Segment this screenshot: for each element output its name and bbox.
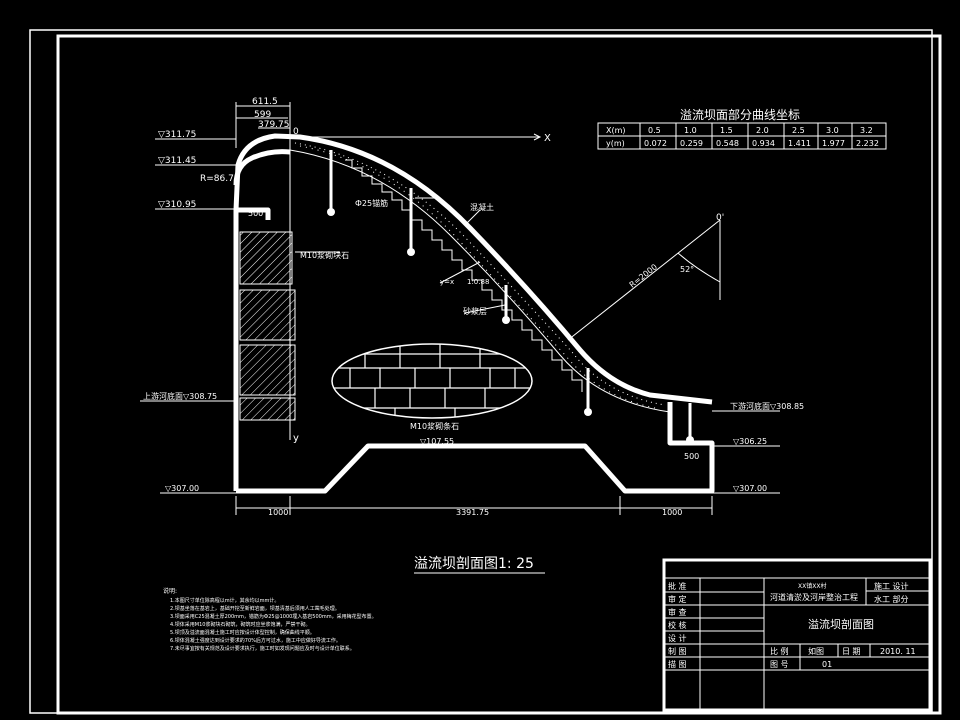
table-x-cell: 3.0	[826, 126, 839, 135]
upstream-masonry	[239, 231, 296, 421]
table-x-cell: 1.0	[684, 126, 697, 135]
top-dimensions	[235, 102, 291, 148]
level-306-25: ▽306.25	[733, 437, 767, 446]
dim-bottom-right: 1000	[662, 508, 682, 517]
date-value: 2010. 11	[880, 647, 916, 656]
section-title: 溢流坝剖面图1: 25	[414, 556, 534, 572]
number-label: 图 号	[770, 660, 789, 669]
dim-379: 379.75	[258, 120, 290, 130]
role-draw: 制 图	[668, 646, 687, 656]
project-name: 河道清淤及河岸整治工程	[770, 592, 858, 602]
radius-line	[567, 219, 721, 341]
radius-top-label: R=86.7	[200, 174, 234, 184]
dam-labels: 611.5 599 379.75 0 X y 0' ▽311.75 ▽311.4…	[143, 97, 804, 517]
dim-bottom-mid: 3391.75	[456, 508, 489, 517]
dim-611: 611.5	[252, 97, 278, 107]
mortar-label: 砂浆层	[463, 306, 487, 316]
note-5: 5.坝顶及溢流面混凝土施工时应按设计体型控制，确保曲线平顺。	[170, 629, 315, 636]
level-downstream: 下游河底面▽308.85	[730, 401, 804, 411]
dim-599: 599	[254, 110, 271, 120]
role-examine: 审 定	[668, 594, 687, 604]
scale-label: 比 例	[770, 646, 789, 656]
client-name: XX镇XX村	[798, 582, 826, 590]
title-block: 批 准 审 定 审 查 校 核 设 计 制 图 描 图 XX镇XX村 河道清淤及…	[662, 558, 932, 712]
dam-outline	[233, 133, 713, 491]
notes: 说明: 1.本图尺寸单位除高程以m计，其余均以mm计。 2.坝基坐落在基岩上，基…	[163, 587, 377, 652]
date-label: 日 期	[842, 647, 861, 656]
table-y-cell: 1.411	[788, 139, 811, 148]
coordinate-table: 溢流坝面部分曲线坐标 X(m) y(m) 0.5 1.0 1.5 2.0 2.5 3.0 3…	[597, 107, 887, 150]
level-upstream: 上游河底面▽308.75	[143, 391, 217, 401]
part-label: 水工 部分	[874, 594, 909, 604]
table-x-cell: 2.5	[792, 126, 805, 135]
table-x-values: 0.5 1.0 1.5 2.0 2.5 3.0 3.2	[648, 126, 873, 135]
dim-bottom-left: 1000	[268, 508, 288, 517]
role-design: 设 计	[668, 633, 687, 643]
table-y-values: 0.072 0.259 0.548 0.934 1.411 1.977 2.232	[644, 139, 879, 148]
stepped-line	[345, 159, 583, 392]
scale-value: 如图	[808, 646, 824, 656]
table-y-label: y(m)	[606, 139, 625, 148]
stage-label: 施工 设计	[874, 581, 909, 591]
table-title: 溢流坝面部分曲线坐标	[680, 107, 800, 122]
level-311-45: ▽311.45	[158, 156, 196, 166]
table-x-cell: 3.2	[860, 126, 873, 135]
concrete-fill	[294, 142, 666, 406]
slope-prefix: y=x	[440, 278, 454, 286]
table-y-cell: 0.259	[680, 139, 703, 148]
dim-500-left: 500	[248, 209, 263, 218]
dam-outline-top-inner	[233, 149, 291, 186]
level-307-left: ▽307.00	[165, 484, 199, 493]
role-review: 审 查	[668, 607, 687, 617]
note-6: 6.坝体混凝土强度达到设计要求的70%后方可过水，施工中应做好导流工作。	[170, 637, 341, 644]
table-x-cell: 0.5	[648, 126, 661, 135]
level-310-95: ▽310.95	[158, 200, 196, 210]
inner-border	[56, 34, 942, 715]
dim-500-right: 500	[684, 452, 699, 461]
role-approve: 批 准	[668, 581, 687, 591]
rebar-label: Ф25锚筋	[355, 198, 388, 208]
apron	[236, 402, 715, 494]
table-y-cell: 0.072	[644, 139, 667, 148]
note-7: 7.未尽事宜按有关规范及设计要求执行，施工时如发现问题应及时与设计单位联系。	[170, 645, 355, 652]
number-value: 01	[822, 660, 832, 669]
m10-stone-label: M10浆砌块石	[300, 250, 349, 260]
dam-section	[140, 102, 780, 515]
note-1: 1.本图尺寸单位除高程以m计，其余均以mm计。	[170, 597, 279, 604]
slope-label: 1:0.88	[467, 278, 489, 286]
m10-ellipse-label: M10浆砌条石	[410, 421, 459, 431]
notes-heading: 说明:	[163, 587, 177, 595]
origin-label: 0	[293, 127, 299, 137]
note-4: 4.坝体采用M10浆砌块石砌筑，砌筑时应坐浆饱满，严禁干砌。	[170, 621, 310, 628]
level-307-right: ▽307.00	[733, 484, 767, 493]
table-y-cell: 0.934	[752, 139, 775, 148]
table-y-cell: 0.548	[716, 139, 739, 148]
cover-label: 混凝土	[470, 202, 494, 212]
role-check: 校 核	[668, 620, 687, 630]
origin2-label: 0'	[716, 213, 724, 223]
table-y-cell: 2.232	[856, 139, 879, 148]
table-x-cell: 1.5	[720, 126, 733, 135]
table-x-cell: 2.0	[756, 126, 769, 135]
angle-label: 52°	[680, 265, 694, 274]
bottom-dimensions	[235, 496, 713, 515]
radius-bottom-label: R=2000	[628, 262, 659, 289]
x-axis-label: X	[544, 133, 551, 144]
note-2: 2.坝基坐落在基岩上，基础开挖至新鲜岩面，坝基清基后须用人工凿毛处理。	[170, 605, 340, 612]
level-107-55: ▽107.55	[420, 437, 454, 446]
level-311-75: ▽311.75	[158, 130, 196, 140]
anchor-rebars	[327, 150, 694, 444]
y-axis-label: y	[293, 433, 299, 444]
note-3: 3.坝面采用C25混凝土厚200mm，锚筋为Ф25@1000埋入基岩500mm，…	[170, 613, 377, 620]
ellipse-masonry	[331, 343, 533, 419]
crest-lip	[236, 207, 271, 220]
role-trace: 描 图	[668, 659, 687, 669]
drawing-name: 溢流坝剖面图	[808, 617, 874, 631]
table-y-cell: 1.977	[822, 139, 845, 148]
table-x-label: X(m)	[606, 126, 626, 135]
